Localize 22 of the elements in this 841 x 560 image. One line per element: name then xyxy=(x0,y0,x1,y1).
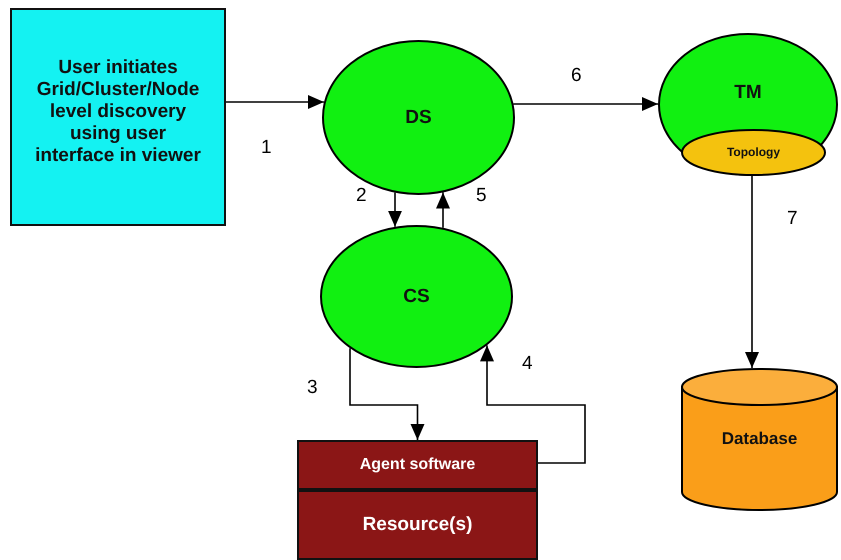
arrow xyxy=(480,345,586,464)
process-box xyxy=(10,8,226,226)
arrow xyxy=(436,192,450,228)
arrow xyxy=(226,95,324,109)
node-label: Agent software xyxy=(360,456,476,474)
process-ellipse xyxy=(658,33,838,176)
process-ellipse xyxy=(320,225,513,368)
arrow xyxy=(514,97,658,111)
arrow xyxy=(745,176,759,368)
database-cylinder xyxy=(681,368,838,510)
node-label: Database xyxy=(722,429,798,449)
arrow xyxy=(349,348,424,440)
node-label: Topology xyxy=(726,146,780,160)
process-box xyxy=(297,440,538,490)
node-label: CS xyxy=(403,286,430,308)
resource-box xyxy=(297,490,538,560)
arrow xyxy=(388,192,402,227)
node-label: DS xyxy=(405,106,432,128)
node-label: Resource(s) xyxy=(362,514,472,536)
node-label: TM xyxy=(734,82,762,104)
sub-ellipse xyxy=(681,129,826,176)
node-label: User initiates Grid/Cluster/Node level discovery using user interface in viewer xyxy=(34,57,202,167)
